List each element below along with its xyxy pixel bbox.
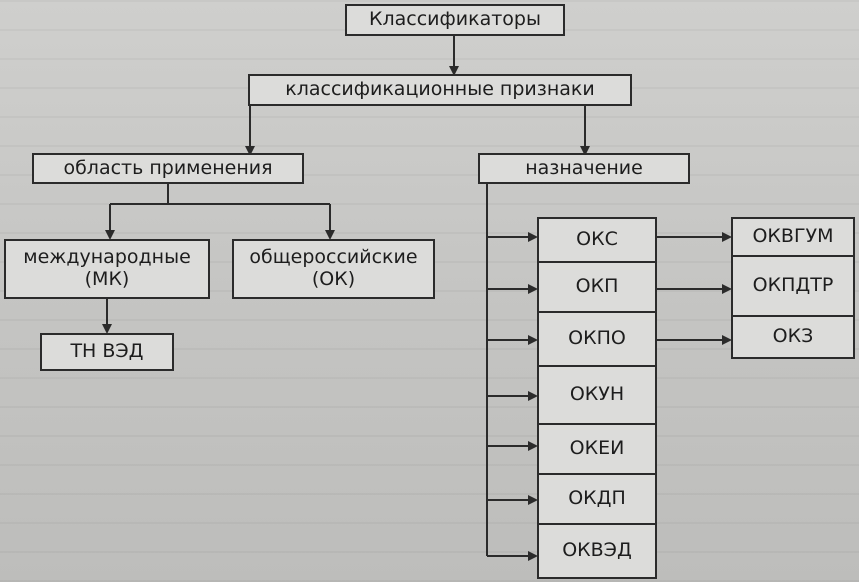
box-okved-label: ОКВЭД [562,539,632,562]
arrowhead-features-purpose [580,146,590,156]
arrowhead-root-features [449,66,459,76]
arrowhead-mk-tnved [102,324,112,334]
box-okvgum-label: ОКВГУМ [752,225,834,248]
box-okpdtr-label: ОКПДТР [752,274,834,297]
arrowhead-bus-okp [528,284,538,294]
box-okpo-label: ОКПО [568,327,626,350]
box-national-label: общероссийские (ОК) [249,246,418,290]
arrowhead-bus-okved [528,551,538,561]
arrowhead-oks-okvgum [722,232,732,242]
box-classifiers-label: Классификаторы [369,8,541,31]
box-okvgum: ОКВГУМ [731,217,855,257]
box-oks: ОКС [537,217,657,263]
arrowhead-bus-okpo [528,335,538,345]
box-purpose: назначение [478,153,690,184]
box-okei: ОКЕИ [537,423,657,475]
box-oks-label: ОКС [576,228,618,251]
arrowhead-bus-okdp [528,495,538,505]
box-okdp: ОКДП [537,473,657,525]
arrowhead-okpo-okz [722,335,732,345]
arrowhead-okp-okpdtr [722,284,732,294]
box-international: международные (МК) [4,239,210,299]
box-okp: ОКП [537,261,657,313]
box-tn-ved: ТН ВЭД [40,333,174,371]
box-purpose-label: назначение [525,156,643,179]
box-okp-label: ОКП [575,275,619,298]
box-okun-label: ОКУН [569,383,625,406]
box-okpo: ОКПО [537,311,657,367]
box-okz-label: ОКЗ [772,325,814,348]
arrowhead-scope-ok [325,230,335,240]
box-classification-features-label: классификационные признаки [285,78,595,101]
box-okved: ОКВЭД [537,523,657,579]
box-okei-label: ОКЕИ [569,437,625,460]
box-national: общероссийские (ОК) [232,239,435,299]
box-okz: ОКЗ [731,315,855,359]
arrowhead-bus-oks [528,232,538,242]
box-scope: область применения [32,153,304,184]
box-classifiers: Классификаторы [345,4,565,36]
arrowhead-bus-okun [528,391,538,401]
box-okun: ОКУН [537,365,657,425]
box-tn-ved-label: ТН ВЭД [70,340,144,363]
box-scope-label: область применения [63,156,273,179]
box-okpdtr: ОКПДТР [731,255,855,317]
arrowhead-features-scope [245,146,255,156]
box-international-label: международные (МК) [23,246,191,290]
box-classification-features: классификационные признаки [248,74,632,106]
arrowhead-scope-mk [105,230,115,240]
box-okdp-label: ОКДП [568,487,626,510]
arrowhead-bus-okei [528,441,538,451]
